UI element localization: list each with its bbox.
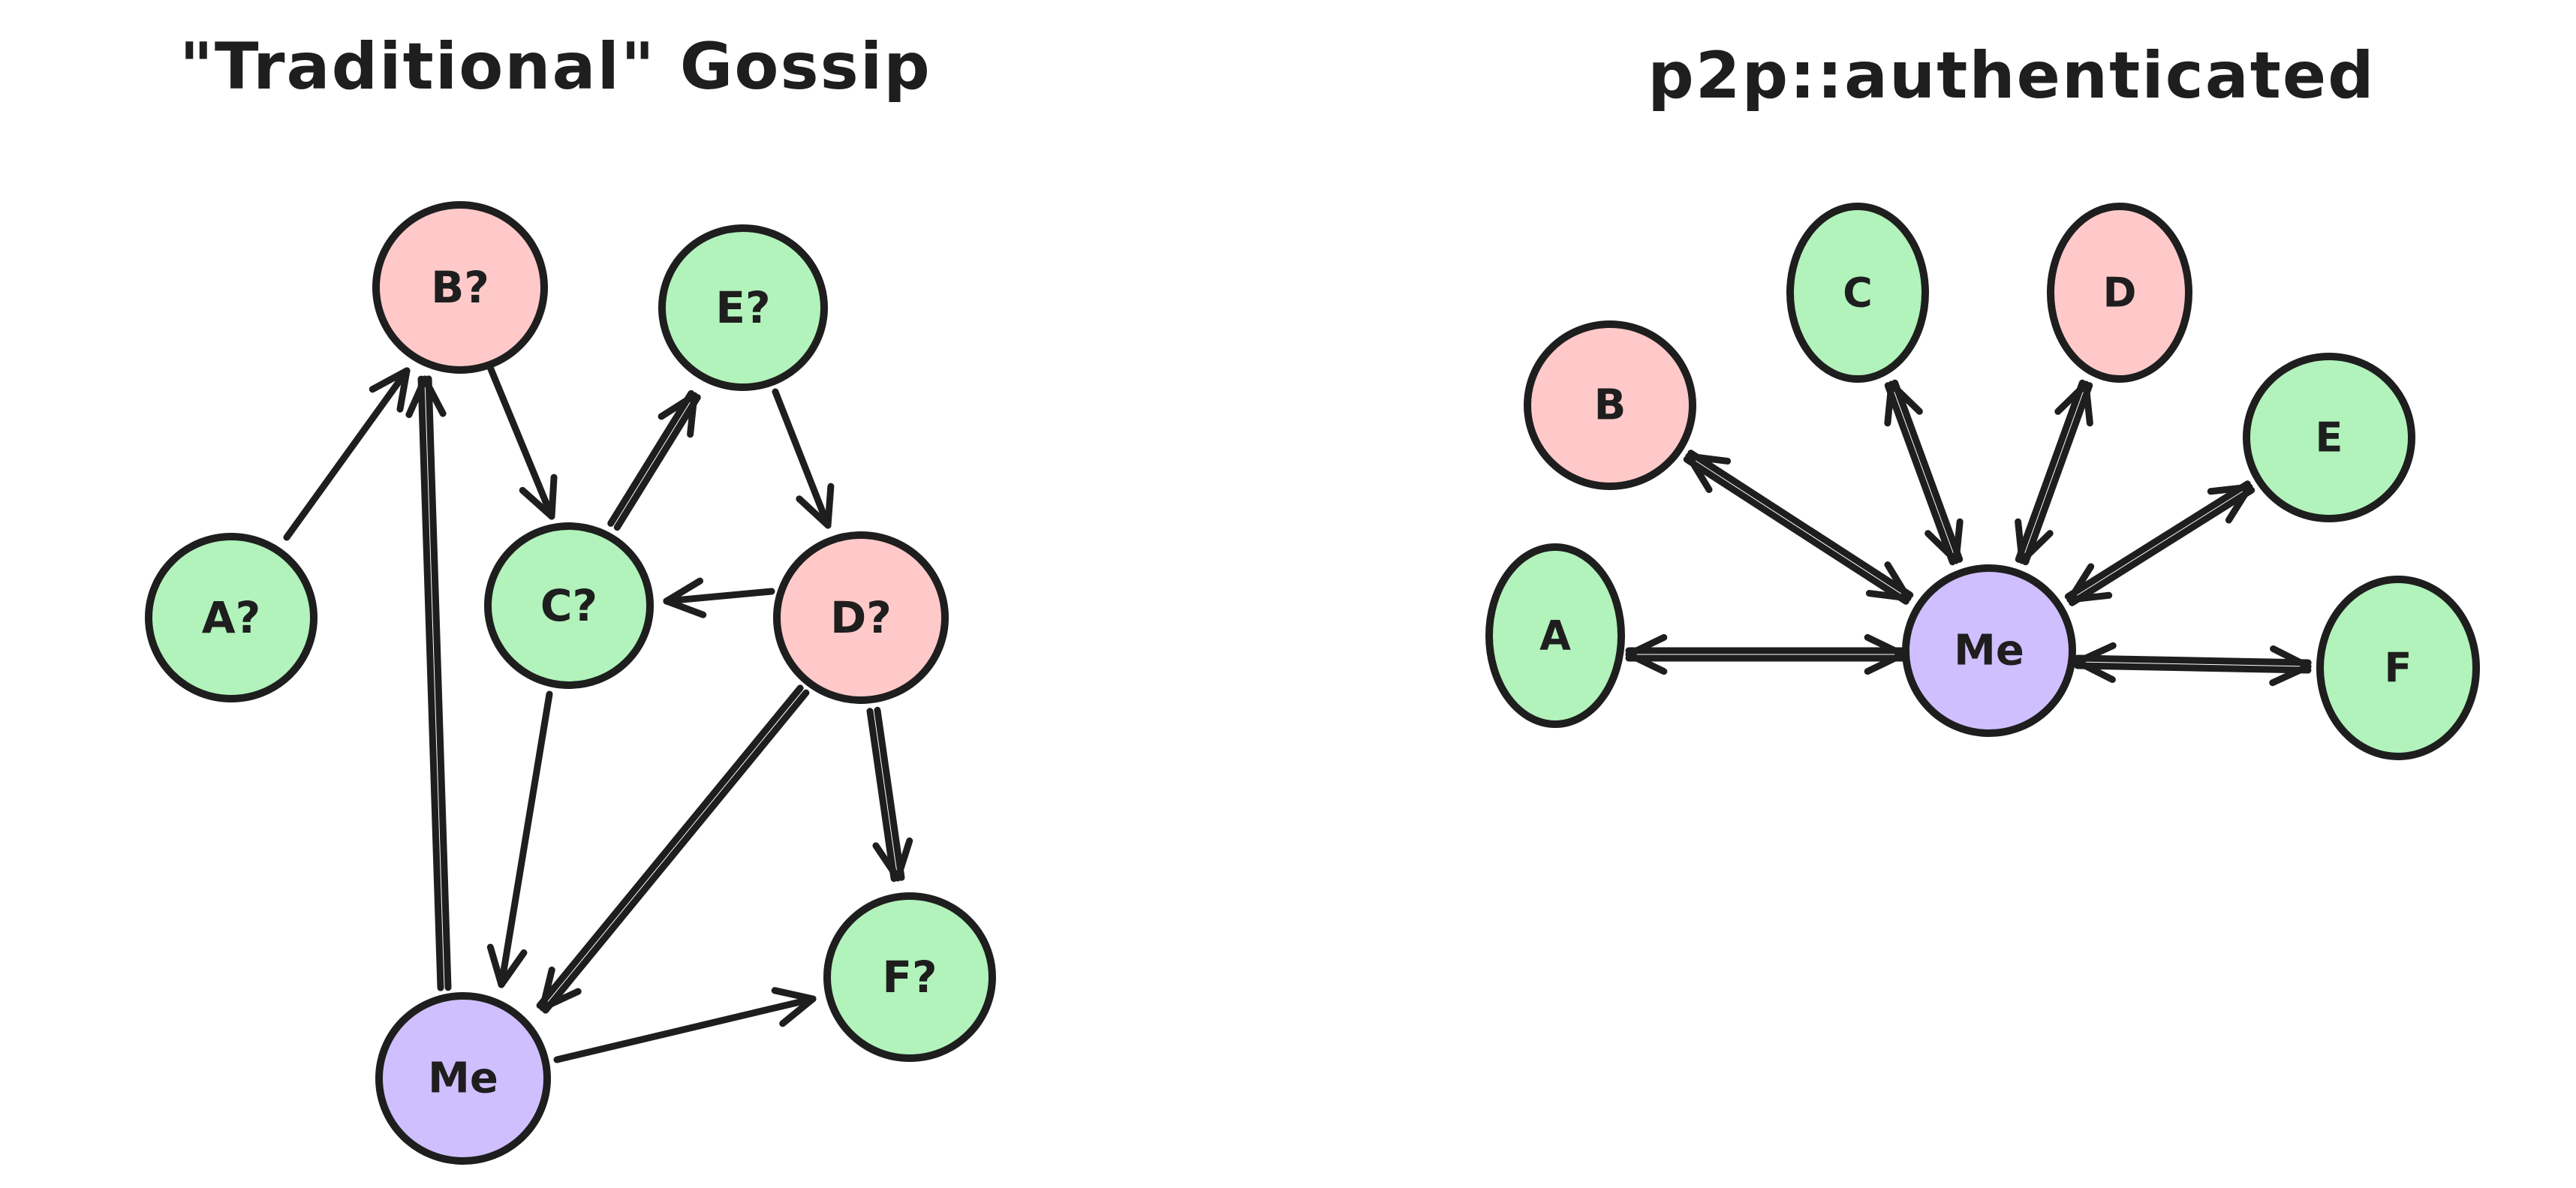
edge-traditional-gossip-c-to-e	[607, 389, 701, 531]
nodes-layer: B? E? A? C? D? F? Me B C D E A F Me	[145, 201, 2480, 1165]
node-traditional-gossip-c: C?	[484, 522, 654, 689]
node-label-traditional-gossip-f: F?	[882, 952, 937, 1003]
node-label-traditional-gossip-b: B?	[431, 262, 489, 313]
edge-traditional-gossip-d-to-c	[663, 577, 775, 618]
edge-p2p-authenticated-e-me	[2064, 480, 2256, 606]
edge-p2p-authenticated-b-me	[1683, 450, 1914, 605]
node-traditional-gossip-f: F?	[823, 892, 996, 1062]
node-label-p2p-authenticated-d: D	[2103, 269, 2137, 317]
node-label-p2p-authenticated-c: C	[1843, 269, 1873, 317]
edge-p2p-authenticated-f-me	[2074, 642, 2312, 687]
titles-layer: "Traditional" Gossip p2p::authenticated	[179, 29, 2376, 113]
edge-p2p-authenticated-c-me	[1884, 379, 1964, 566]
node-p2p-authenticated-f: F	[2316, 576, 2480, 760]
node-traditional-gossip-d: D?	[773, 531, 949, 704]
node-p2p-authenticated-e: E	[2243, 353, 2415, 522]
edge-traditional-gossip-me-to-b	[405, 375, 452, 991]
node-label-traditional-gossip-e: E?	[715, 282, 770, 333]
node-label-p2p-authenticated-e: E	[2316, 414, 2343, 462]
node-p2p-authenticated-me: Me	[1902, 564, 2076, 737]
edge-traditional-gossip-c-to-me	[486, 690, 553, 988]
node-p2p-authenticated-a: A	[1485, 543, 1625, 728]
node-label-p2p-authenticated-a: A	[1539, 612, 1571, 660]
edges-layer	[283, 362, 2312, 1063]
node-label-p2p-authenticated-f: F	[2385, 645, 2412, 692]
right-diagram-title: p2p::authenticated	[1648, 38, 2376, 113]
node-traditional-gossip-e: E?	[658, 224, 828, 391]
node-label-p2p-authenticated-b: B	[1594, 381, 1627, 430]
edge-traditional-gossip-a-to-b	[283, 367, 411, 541]
edge-traditional-gossip-b-to-c	[486, 362, 558, 520]
node-label-traditional-gossip-c: C?	[540, 580, 597, 631]
node-label-traditional-gossip-d: D?	[830, 592, 892, 643]
edge-p2p-authenticated-d-me	[2015, 379, 2093, 566]
node-p2p-authenticated-d: D	[2047, 203, 2192, 383]
node-traditional-gossip-a: A?	[145, 533, 317, 702]
node-traditional-gossip-me: Me	[375, 992, 551, 1165]
edge-traditional-gossip-d-to-me	[536, 684, 810, 1014]
edge-traditional-gossip-e-to-d	[772, 388, 835, 529]
node-label-p2p-authenticated-me: Me	[1954, 627, 2024, 675]
left-diagram-title: "Traditional" Gossip	[179, 29, 931, 104]
edge-p2p-authenticated-a-me	[1625, 633, 1906, 675]
node-p2p-authenticated-c: C	[1786, 203, 1929, 383]
node-p2p-authenticated-b: B	[1524, 320, 1696, 490]
node-traditional-gossip-b: B?	[372, 201, 548, 374]
node-label-traditional-gossip-a: A?	[202, 592, 261, 643]
node-label-traditional-gossip-me: Me	[428, 1054, 498, 1103]
edge-traditional-gossip-me-to-f	[553, 987, 817, 1063]
edge-traditional-gossip-d-to-f	[866, 706, 913, 883]
